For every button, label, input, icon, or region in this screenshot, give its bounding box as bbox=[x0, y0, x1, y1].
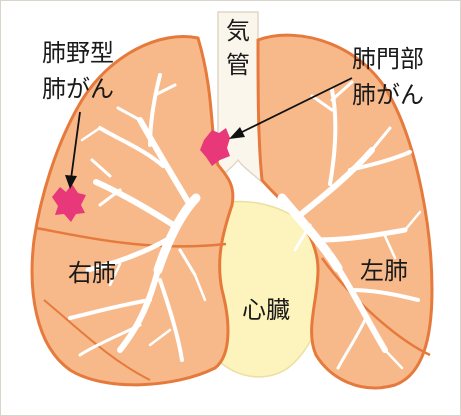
trachea-label-char1: 気 bbox=[223, 16, 253, 46]
hilar-label-line1: 肺門部 bbox=[352, 44, 424, 74]
peripheral-label-line1: 肺野型 bbox=[42, 38, 114, 68]
peripheral-label-line2: 肺がん bbox=[42, 74, 114, 104]
hilar-label-line2: 肺がん bbox=[352, 80, 424, 110]
left-lung-label: 左肺 bbox=[360, 256, 408, 286]
heart-label: 心臓 bbox=[242, 295, 290, 325]
right-lung-label: 右肺 bbox=[68, 258, 116, 288]
trachea-label-char2: 管 bbox=[223, 50, 253, 80]
